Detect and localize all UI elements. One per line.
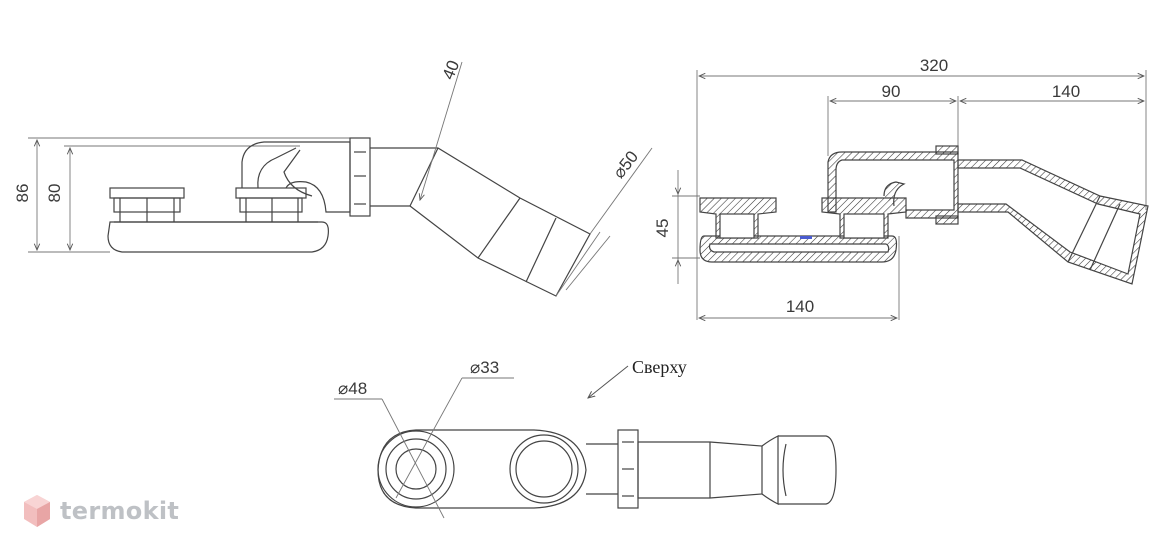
side-view-40-dim [420, 61, 653, 297]
top-view-dim-d48: ⌀48 [338, 379, 367, 398]
top-view-outlet-outer [377, 430, 455, 508]
side-view-dim-40: 40 [439, 58, 464, 83]
side-view-dim-86: 86 [13, 184, 32, 203]
watermark: termokit [22, 494, 179, 528]
section-view-dim-90: 90 [882, 82, 901, 101]
top-view-dim-d33: ⌀33 [470, 358, 499, 377]
section-view [672, 70, 1149, 320]
side-view-coupling-nut [349, 137, 371, 217]
side-view-left-nut [109, 187, 185, 222]
side-view-height-dims [28, 137, 360, 253]
side-view-right-nut [235, 187, 307, 222]
section-view-dim-140-top: 140 [1052, 82, 1080, 101]
section-view-dim-45: 45 [653, 219, 672, 238]
side-view-pipe [370, 147, 591, 297]
top-view-body [377, 429, 587, 509]
side-view-tray [107, 221, 329, 253]
top-view-outlet-inner [395, 448, 437, 490]
side-view [28, 61, 653, 297]
section-view-dim-140-bottom: 140 [786, 297, 814, 316]
top-view-pipe [637, 441, 763, 499]
top-view-label: Сверху [632, 357, 687, 377]
side-view-dim-80: 80 [45, 184, 64, 203]
top-view-second-outlet [509, 434, 579, 504]
section-view-pipe [957, 159, 1149, 285]
top-view [334, 365, 837, 519]
section-view-elbow [827, 151, 959, 219]
side-view-dim-d50: ⌀50 [609, 147, 642, 182]
section-view-dims [672, 70, 1147, 320]
cube-logo-icon [24, 495, 50, 527]
watermark-text: termokit [60, 497, 180, 525]
side-view-elbow [241, 141, 351, 213]
top-view-cap [778, 435, 837, 505]
section-view-dim-320: 320 [920, 56, 948, 75]
